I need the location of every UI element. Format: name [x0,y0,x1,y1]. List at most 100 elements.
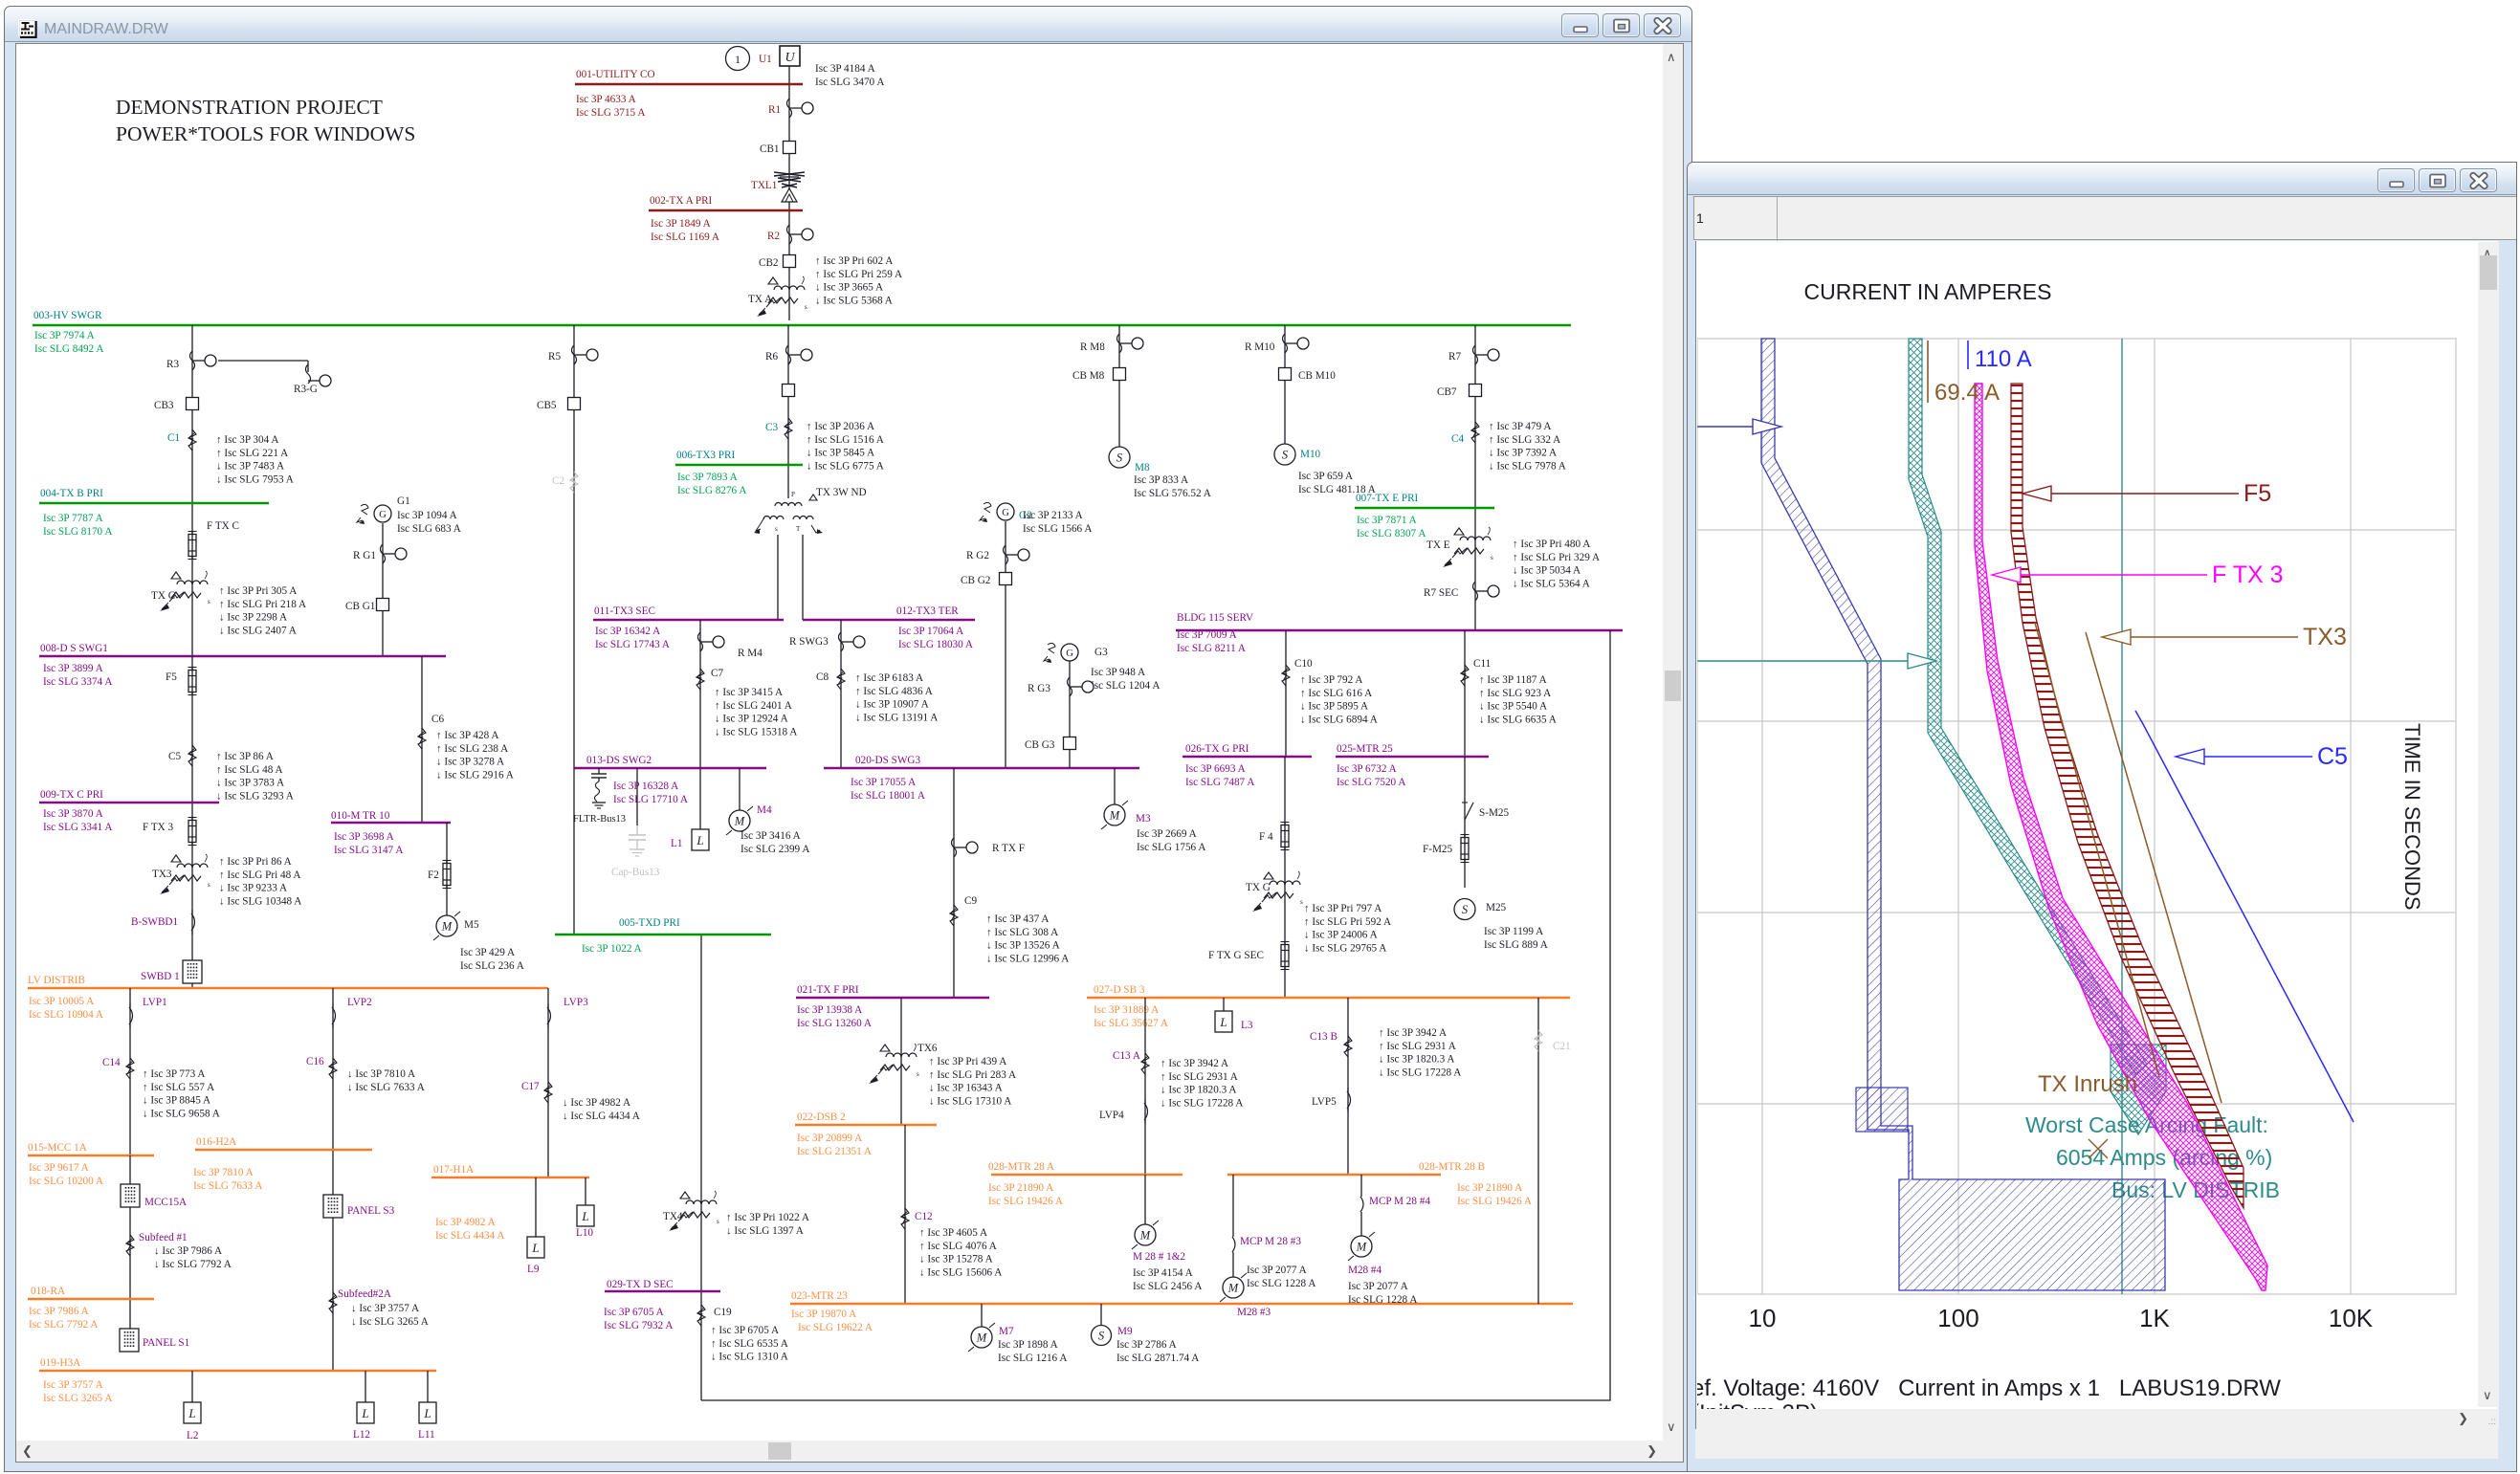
svg-text:↓ Isc 3P 16343 A: ↓ Isc 3P 16343 A [929,1083,1003,1094]
svg-text:↓ Isc SLG 6775 A: ↓ Isc SLG 6775 A [807,460,884,472]
svg-text:007-TX E PRI: 007-TX E PRI [1356,493,1419,504]
svg-text:Isc 3P 16328 A: Isc 3P 16328 A [613,781,678,792]
svg-text:MCP M 28 #3: MCP M 28 #3 [1240,1236,1301,1247]
svg-text:C9: C9 [964,895,977,907]
svg-text:R6: R6 [765,351,778,363]
svg-text:022-DSB 2: 022-DSB 2 [797,1111,846,1123]
svg-text:↑ Isc 3P 6183 A: ↑ Isc 3P 6183 A [855,672,923,684]
svg-text:L: L [581,1209,588,1223]
svg-text:↓ Isc 3P 12924 A: ↓ Isc 3P 12924 A [715,714,788,725]
svg-text:Isc 3P 3757 A: Isc 3P 3757 A [43,1379,103,1391]
svg-text:↑ Isc 3P Pri 305 A: ↑ Isc 3P Pri 305 A [219,585,297,597]
svg-text:↓ Isc 3P 13526 A: ↓ Isc 3P 13526 A [986,940,1060,952]
svg-text:M28 #4: M28 #4 [1348,1265,1382,1276]
svg-text:Subfeed #1: Subfeed #1 [139,1232,188,1243]
svg-text:C8: C8 [816,671,829,683]
svg-text:Isc SLG 18030 A: Isc SLG 18030 A [898,639,973,650]
svg-text:M25: M25 [1486,902,1507,913]
svg-text:Isc 3P 21890 A: Isc 3P 21890 A [1457,1182,1522,1194]
svg-text:Isc SLG 8307 A: Isc SLG 8307 A [1357,528,1426,539]
svg-text:Subfeed#2A: Subfeed#2A [338,1288,391,1300]
svg-text:↑ Isc SLG 332 A: ↑ Isc SLG 332 A [1489,434,1560,446]
svg-text:↑ Isc 3P Pri 480 A: ↑ Isc 3P Pri 480 A [1513,539,1590,550]
svg-text:Isc SLG 10904 A: Isc SLG 10904 A [29,1009,103,1021]
svg-text:C4: C4 [1451,433,1464,445]
svg-text:↓ Isc SLG 1397 A: ↓ Isc SLG 1397 A [726,1225,804,1237]
svg-text:Isc SLG 3265 A: Isc SLG 3265 A [43,1393,112,1404]
svg-text:Isc SLG 7792 A: Isc SLG 7792 A [29,1319,98,1331]
svg-text:F TX G SEC: F TX G SEC [1208,950,1264,961]
svg-text:↓ Isc 3P 5845 A: ↓ Isc 3P 5845 A [807,448,874,459]
svg-text:F 4: F 4 [1259,831,1273,843]
svg-text:M 28 # 1&2: M 28 # 1&2 [1133,1251,1185,1263]
svg-text:LVP3: LVP3 [564,997,588,1008]
svg-text:C17: C17 [521,1081,540,1092]
svg-text:10K: 10K [2329,1304,2374,1332]
svg-text:R7 SEC: R7 SEC [1424,587,1458,599]
svg-text:C12: C12 [915,1211,933,1222]
svg-text:Isc 3P 13938 A: Isc 3P 13938 A [797,1004,862,1016]
svg-text:Isc 3P 4633 A: Isc 3P 4633 A [576,94,636,105]
svg-text:Isc SLG 236 A: Isc SLG 236 A [460,960,524,972]
svg-text:Isc 3P 2077 A: Isc 3P 2077 A [1247,1265,1307,1276]
svg-text:011-TX3 SEC: 011-TX3 SEC [594,605,655,617]
svg-text:009-TX C PRI: 009-TX C PRI [40,789,103,801]
svg-text:↑ Isc SLG 557 A: ↑ Isc SLG 557 A [143,1082,214,1093]
svg-text:TX E: TX E [1426,539,1450,551]
svg-text:↓ Isc SLG 17228 A: ↓ Isc SLG 17228 A [1379,1067,1461,1078]
svg-text:↓ Isc 3P 3278 A: ↓ Isc 3P 3278 A [436,757,504,768]
svg-text:↑ Isc 3P Pri 1022 A: ↑ Isc 3P Pri 1022 A [726,1212,809,1223]
svg-text:C1: C1 [167,432,180,444]
svg-text:LVP5: LVP5 [1312,1096,1337,1108]
svg-text:S: S [1462,903,1469,916]
svg-text:Isc SLG 2399 A: Isc SLG 2399 A [741,844,809,855]
svg-text:003-HV SWGR: 003-HV SWGR [33,310,102,321]
svg-text:↓ Isc 3P 5034 A: ↓ Isc 3P 5034 A [1513,565,1581,577]
svg-text:MCP M 28 #4: MCP M 28 #4 [1369,1196,1430,1207]
svg-text:Isc 3P 1199 A: Isc 3P 1199 A [1484,926,1543,937]
svg-text:↓ Isc 3P 1820.3 A: ↓ Isc 3P 1820.3 A [1379,1054,1454,1066]
svg-text:Isc SLG 3147 A: Isc SLG 3147 A [334,845,403,856]
svg-text:↑ Isc SLG Pri 329 A: ↑ Isc SLG Pri 329 A [1513,552,1600,563]
svg-text:69.4 A: 69.4 A [1934,380,2000,406]
svg-text:Isc 3P 19870 A: Isc 3P 19870 A [791,1309,856,1320]
svg-text:Isc SLG 1756 A: Isc SLG 1756 A [1137,842,1205,853]
svg-text:G3: G3 [1094,647,1108,658]
svg-text:Isc 3P 6732 A: Isc 3P 6732 A [1337,763,1397,775]
svg-text:028-MTR 28 B: 028-MTR 28 B [1419,1161,1485,1173]
svg-text:C10: C10 [1294,658,1313,670]
svg-text:↓ Isc SLG 5364 A: ↓ Isc SLG 5364 A [1513,578,1590,589]
svg-text:Isc 3P 3416 A: Isc 3P 3416 A [741,830,801,842]
svg-text:Isc SLG 3341 A: Isc SLG 3341 A [43,822,112,833]
svg-text:↓ Isc 3P 7986 A: ↓ Isc 3P 7986 A [154,1245,222,1257]
svg-text:Isc SLG 1228 A: Isc SLG 1228 A [1247,1278,1315,1289]
svg-text:Isc SLG 1204 A: Isc SLG 1204 A [1091,680,1160,692]
svg-text:↓ Isc SLG 7792 A: ↓ Isc SLG 7792 A [154,1259,232,1270]
svg-text:Isc 3P 948 A: Isc 3P 948 A [1091,667,1145,678]
svg-text:CB7: CB7 [1437,386,1457,398]
svg-text:Isc 3P 659 A: Isc 3P 659 A [1298,471,1353,482]
svg-text:M: M [976,1331,987,1345]
svg-text:↓ Isc 3P 4982 A: ↓ Isc 3P 4982 A [563,1097,630,1109]
svg-text:Isc SLG 7633 A: Isc SLG 7633 A [193,1180,262,1192]
svg-text:026-TX G PRI: 026-TX G PRI [1185,743,1249,755]
svg-text:S: S [1116,451,1123,465]
svg-text:Isc 3P 1094 A: Isc 3P 1094 A [397,510,457,521]
svg-text:Isc 3P 2669 A: Isc 3P 2669 A [1137,828,1197,840]
svg-text:↑ Isc SLG 923 A: ↑ Isc SLG 923 A [1479,688,1551,699]
svg-text:CB M10: CB M10 [1298,370,1336,382]
svg-text:CB G2: CB G2 [961,575,990,586]
svg-text:CB5: CB5 [537,400,557,411]
svg-text:Isc 3P 429 A: Isc 3P 429 A [460,947,515,958]
svg-text:010-M TR 10: 010-M TR 10 [331,810,390,822]
svg-text:Isc SLG 7932 A: Isc SLG 7932 A [604,1320,673,1331]
svg-text:s: s [917,1070,919,1078]
svg-text:↑ Isc SLG Pri 283 A: ↑ Isc SLG Pri 283 A [929,1069,1016,1081]
svg-text:027-D SB 3: 027-D SB 3 [1094,984,1145,996]
svg-text:Isc SLG 683 A: Isc SLG 683 A [397,523,461,535]
svg-text:s: s [775,525,778,533]
svg-text:U1: U1 [759,54,772,65]
svg-text:F TX 3: F TX 3 [143,822,174,833]
svg-text:↓ Isc 3P 1820.3 A: ↓ Isc 3P 1820.3 A [1161,1085,1236,1096]
svg-text:C5: C5 [168,751,181,762]
